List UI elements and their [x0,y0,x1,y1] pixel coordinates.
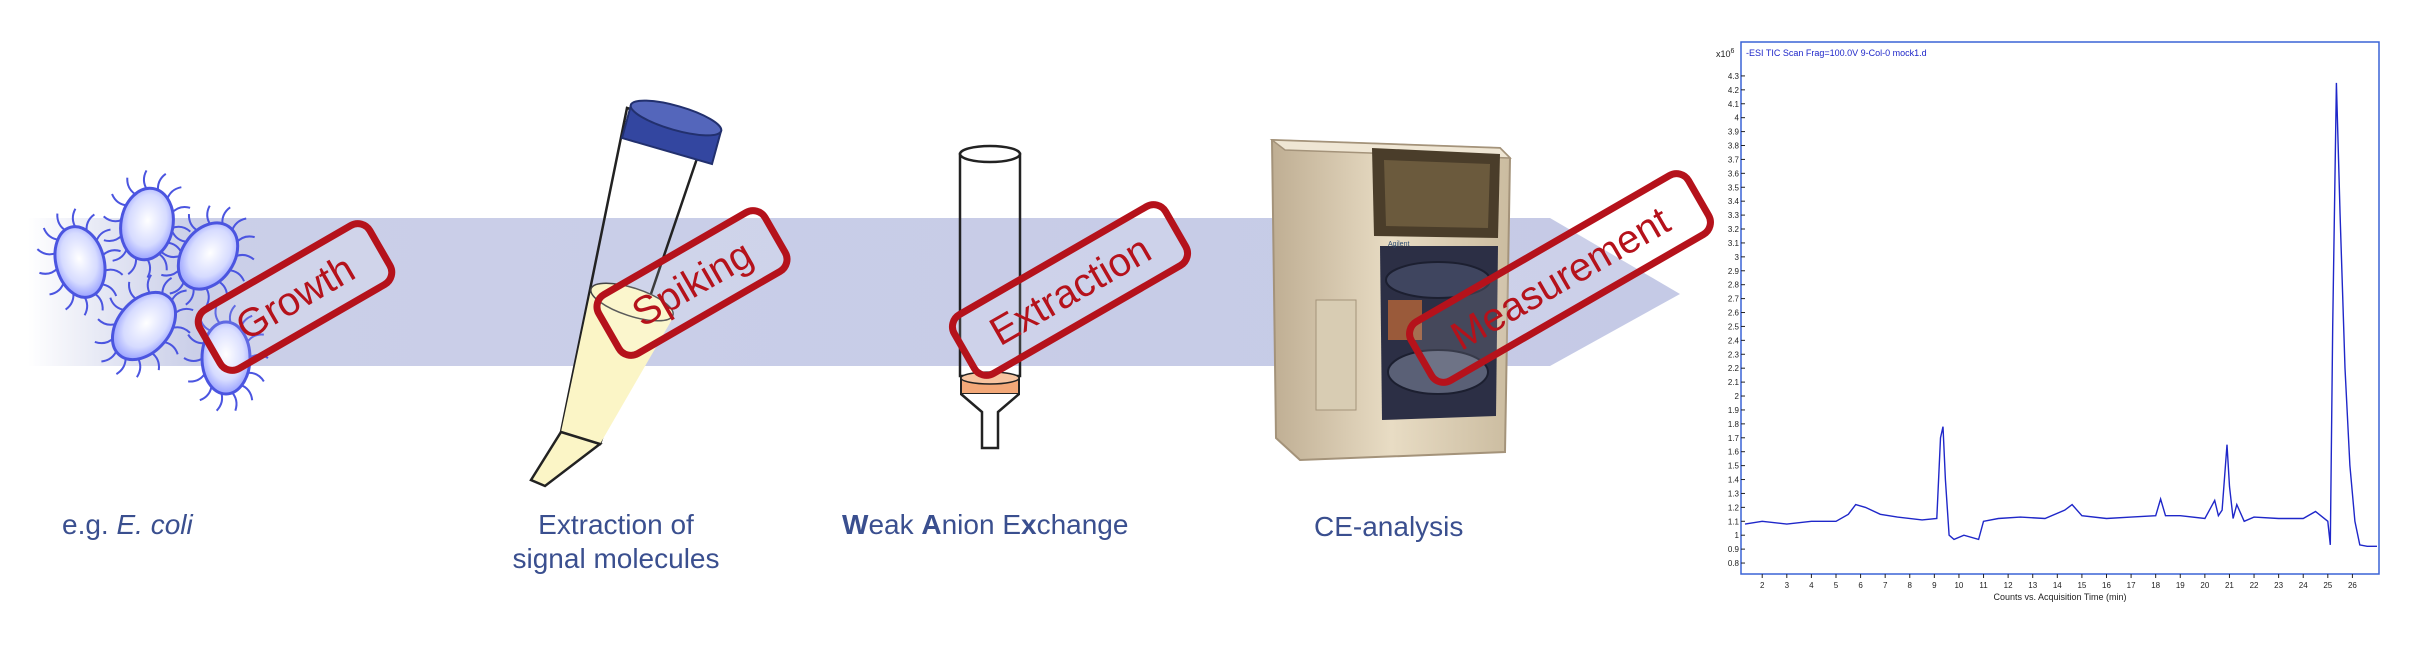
x-tick-label: 5 [1834,581,1839,590]
y-tick-label: 3.4 [1728,197,1740,206]
x-tick-label: 6 [1858,581,1863,590]
caption-spiking-line1: Extraction of [538,509,694,540]
x-tick-label: 11 [1979,581,1988,590]
extraction-column-icon [958,144,1022,450]
y-tick-label: 1.3 [1728,489,1740,498]
caption-extraction-part: eak [868,509,922,540]
caption-growth: e.g. E. coli [62,508,193,542]
y-tick-label: 1.6 [1728,448,1740,457]
y-multiplier: x106 [1716,48,1735,59]
y-tick-label: 2 [1735,392,1740,401]
x-tick-label: 13 [2028,581,2037,590]
y-tick-label: 2.2 [1728,364,1740,373]
bacterium-cell [110,290,178,362]
x-tick-label: 9 [1932,581,1937,590]
y-multiplier-base: x10 [1716,49,1731,59]
x-tick-label: 19 [2176,581,2185,590]
x-tick-label: 10 [1954,581,1963,590]
y-tick-label: 1.7 [1728,434,1740,443]
caption-extraction-part: W [842,509,869,540]
bacterium-cell [53,225,107,299]
y-tick-label: 4.2 [1728,86,1740,95]
chart-title: -ESI TIC Scan Frag=100.0V 9-Col-0 mock1.… [1746,48,1927,58]
caption-extraction-part: A [921,509,942,540]
y-tick-label: 1.5 [1728,462,1740,471]
y-tick-label: 1 [1735,531,1740,540]
x-tick-label: 17 [2127,581,2136,590]
y-tick-label: 3.1 [1728,239,1740,248]
caption-measurement: CE-analysis [1314,511,1464,542]
instrument-brand-label: Agilent [1388,241,1409,248]
bacteria-cluster-icon [36,169,269,412]
caption-extraction-part: nion E [941,509,1022,540]
y-multiplier-exponent: 6 [1731,48,1735,55]
bacterium-cell [119,186,175,262]
chromatogram-chart: -ESI TIC Scan Frag=100.0V 9-Col-0 mock1.… [1716,41,2380,602]
tic-series-line [1744,82,2377,547]
bacterium-cell [200,320,252,396]
y-axis-ticks: 0.8 0.9 1 1.1 1.2 1.3 1.4 1.5 1.6 1.7 1.8 1.9 2 2.1 2.… [1728,72,1745,568]
caption-spiking: Extraction of signal molecules [470,508,762,576]
culture-tube-icon [529,99,723,488]
caption-extraction-part: x [1021,509,1037,540]
y-tick-label: 1.8 [1728,420,1740,429]
caption-extraction-part: change [1036,509,1129,540]
y-tick-label: 0.8 [1728,559,1740,568]
y-tick-label: 1.9 [1728,406,1740,415]
y-tick-label: 2.8 [1728,281,1740,290]
x-tick-label: 15 [2077,581,2086,590]
y-tick-label: 3.2 [1728,225,1740,234]
flagellum [188,372,207,383]
x-tick-label: 26 [2348,581,2357,590]
y-tick-label: 0.9 [1728,545,1740,554]
caption-growth-organism: E. coli [116,509,193,540]
x-tick-label: 20 [2200,581,2209,590]
y-tick-label: 3.3 [1728,211,1740,220]
y-tick-label: 3.7 [1728,155,1740,164]
y-tick-label: 2.7 [1728,295,1740,304]
chart-frame [1740,41,2380,575]
x-tick-label: 21 [2225,581,2234,590]
y-tick-label: 3 [1735,253,1740,262]
y-tick-label: 2.1 [1728,378,1740,387]
y-tick-label: 2.9 [1728,267,1740,276]
x-tick-label: 22 [2250,581,2259,590]
y-tick-label: 3.9 [1728,128,1740,137]
x-tick-label: 3 [1785,581,1790,590]
x-tick-label: 8 [1908,581,1913,590]
y-tick-label: 2.3 [1728,350,1740,359]
y-tick-label: 4.3 [1728,72,1740,81]
y-tick-label: 2.6 [1728,309,1740,318]
x-tick-label: 12 [2004,581,2013,590]
process-arrow-band [28,218,1680,366]
x-tick-label: 14 [2053,581,2062,590]
x-tick-label: 18 [2151,581,2160,590]
y-tick-label: 3.8 [1728,142,1740,151]
y-tick-label: 4.1 [1728,100,1740,109]
x-tick-label: 2 [1760,581,1765,590]
y-tick-label: 1.4 [1728,476,1740,485]
y-tick-label: 1.2 [1728,503,1740,512]
y-tick-label: 2.5 [1728,322,1740,331]
caption-extraction: Weak Anion Exchange [842,508,1128,542]
x-axis-label: Counts vs. Acquisition Time (min) [1993,592,2126,602]
x-tick-label: 4 [1809,581,1814,590]
bacterium-cell [176,221,240,291]
y-tick-label: 1.1 [1728,517,1740,526]
y-tick-label: 4 [1735,114,1740,123]
caption-spiking-line2: signal molecules [512,543,720,574]
x-tick-label: 25 [2323,581,2332,590]
y-tick-label: 2.4 [1728,336,1740,345]
x-tick-label: 23 [2274,581,2283,590]
caption-growth-prefix: e.g. [62,509,117,540]
y-tick-label: 3.5 [1728,183,1740,192]
x-tick-label: 16 [2102,581,2111,590]
y-tick-label: 3.6 [1728,169,1740,178]
x-tick-label: 7 [1883,581,1888,590]
x-tick-label: 24 [2299,581,2308,590]
